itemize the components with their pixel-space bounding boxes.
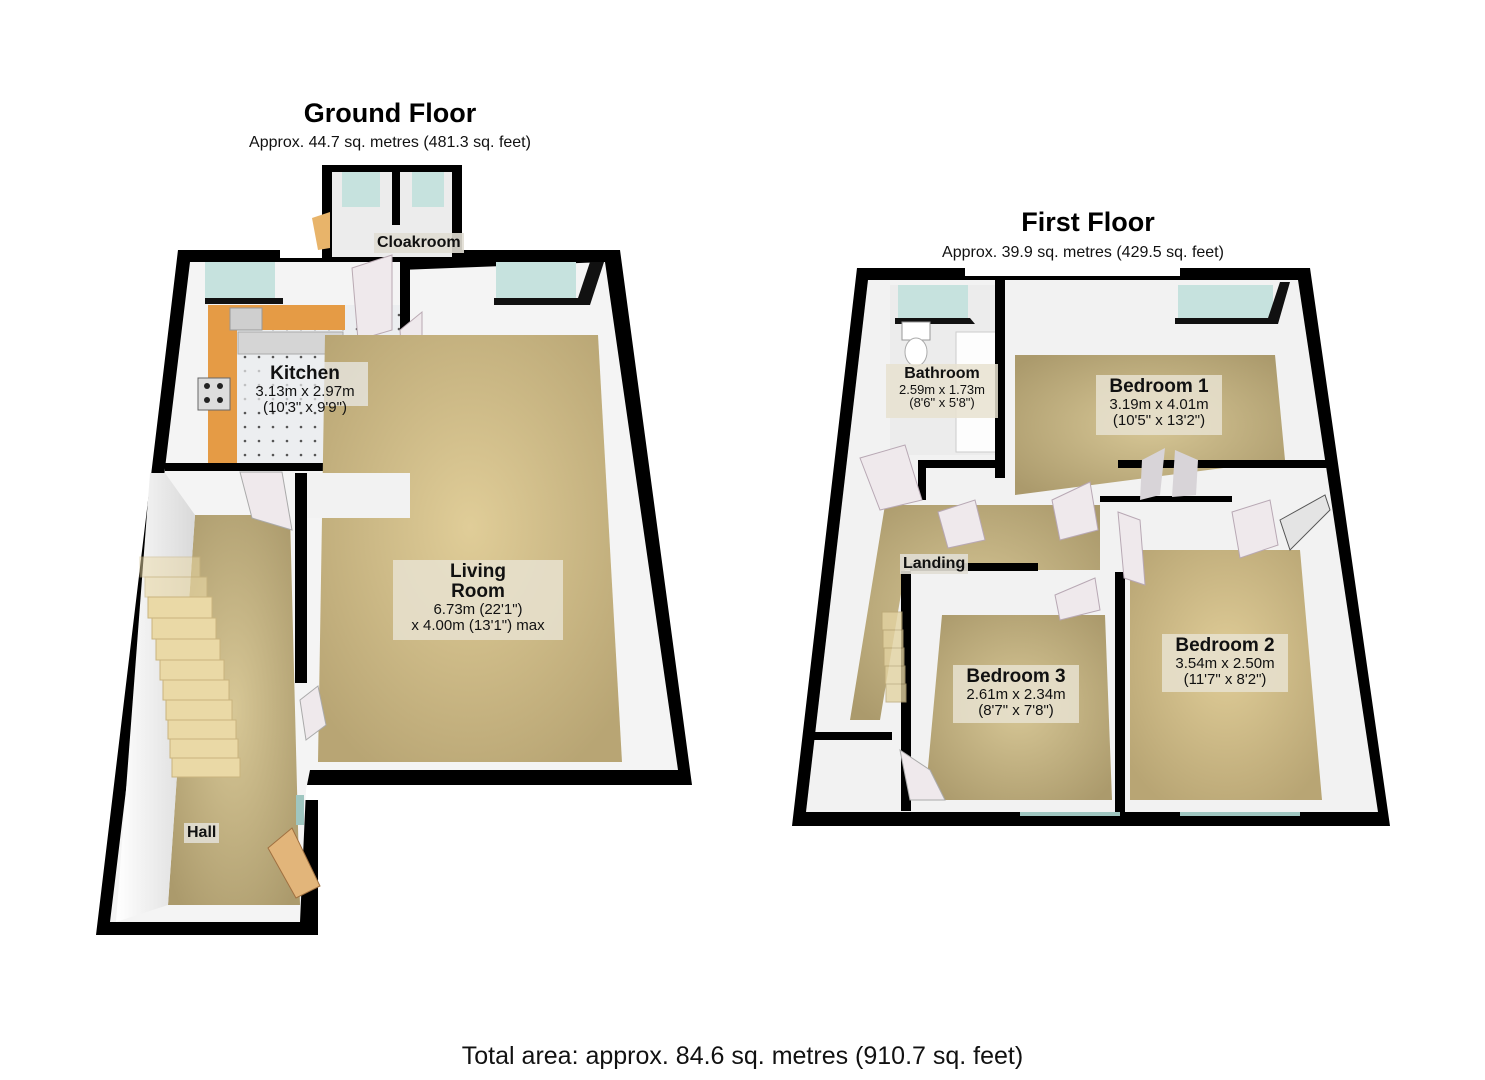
ground-floor-area: Approx. 44.7 sq. metres (481.3 sq. feet) [249, 134, 531, 151]
bedroom-3-dim-imperial: (8'7" x 7'8") [978, 701, 1054, 719]
room-label-hall: Hall [184, 823, 220, 843]
ground-floor-title: Ground Floor [303, 98, 477, 128]
room-label-bathroom: Bathroom 2.59m x 1.73m (8'6" x 5'8") [886, 364, 998, 418]
kitchen-dim-metric: 3.13m x 2.97m [255, 382, 355, 400]
room-label-landing: Landing [900, 554, 969, 574]
bedroom-3-dim-metric: 2.61m x 2.34m [966, 685, 1066, 703]
room-label-bedroom-1: Bedroom 1 3.19m x 4.01m (10'5" x 13'2") [1096, 375, 1222, 435]
bedroom-2-dim-metric: 3.54m x 2.50m [1175, 654, 1275, 672]
bedroom-2-name: Bedroom 2 [1175, 635, 1275, 656]
total-area: Total area: approx. 84.6 sq. metres (910… [461, 1042, 1024, 1070]
bedroom-1-name: Bedroom 1 [1109, 376, 1209, 397]
bathroom-dim-imperial: (8'6" x 5'8") [909, 395, 975, 411]
first-floor-plan [792, 268, 1390, 826]
room-label-bedroom-3: Bedroom 3 2.61m x 2.34m (8'7" x 7'8") [953, 665, 1079, 723]
room-label-kitchen: Kitchen 3.13m x 2.97m (10'3" x 9'9") [242, 362, 368, 415]
first-floor-area: Approx. 39.9 sq. metres (429.5 sq. feet) [942, 244, 1224, 261]
kitchen-name: Kitchen [270, 363, 340, 384]
bedroom-1-dim-imperial: (10'5" x 13'2") [1112, 411, 1206, 429]
kitchen-dim-imperial: (10'3" x 9'9") [263, 398, 347, 416]
room-label-cloakroom: Cloakroom [374, 233, 464, 253]
living-room-dim-line1: 6.73m (22'1") [433, 600, 523, 618]
living-room-name-line1: Living [450, 561, 506, 582]
ground-floor-plan [96, 165, 692, 935]
living-room-dim-line2: x 4.00m (13'1") max [411, 616, 545, 634]
bedroom-1-dim-metric: 3.19m x 4.01m [1109, 395, 1209, 413]
room-label-living-room: Living Room 6.73m (22'1") x 4.00m (13'1"… [393, 560, 563, 640]
first-floor-title: First Floor [1021, 207, 1155, 237]
bathroom-dim-metric: 2.59m x 1.73m [899, 381, 985, 397]
room-label-bedroom-2: Bedroom 2 3.54m x 2.50m (11'7" x 8'2") [1162, 634, 1288, 692]
living-room-name-line2: Room [451, 580, 505, 602]
bedroom-3-name: Bedroom 3 [966, 666, 1066, 687]
bedroom-2-dim-imperial: (11'7" x 8'2") [1183, 670, 1267, 688]
bathroom-name: Bathroom [904, 365, 980, 382]
